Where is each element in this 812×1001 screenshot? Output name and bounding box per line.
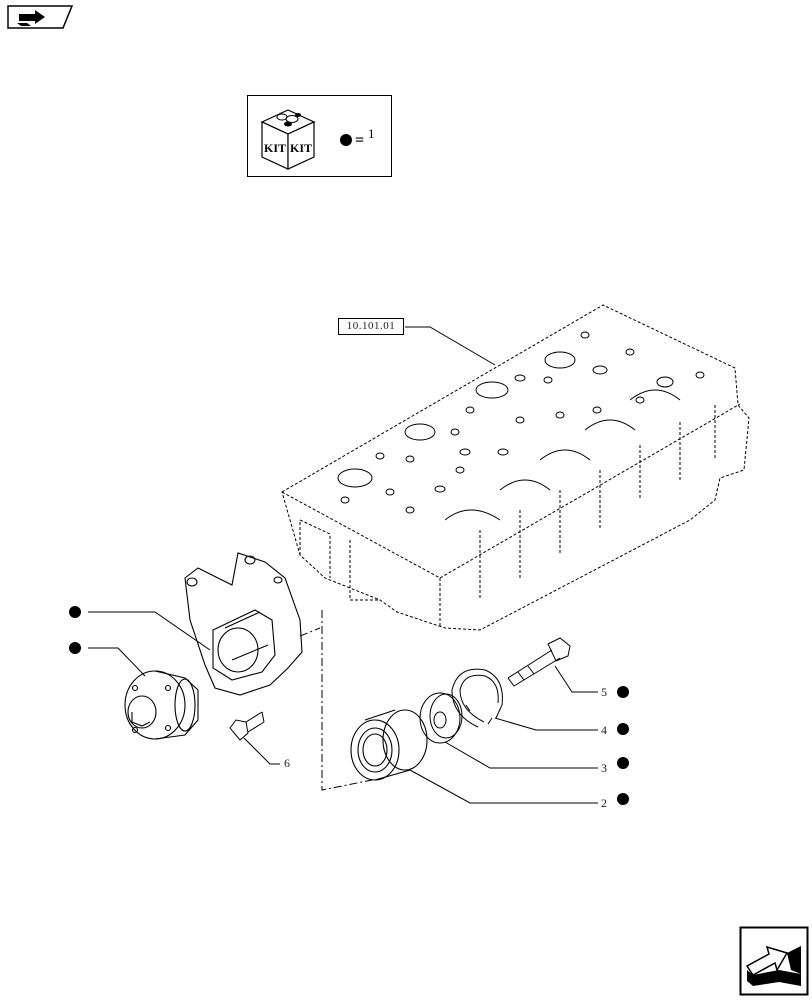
callout-bullet-4 xyxy=(617,723,629,735)
kit-label-left: KIT xyxy=(264,141,286,155)
kit-bullet xyxy=(340,134,352,146)
callout-number-4: 4 xyxy=(601,723,607,737)
callout-bullet-3 xyxy=(617,757,629,769)
kit-label-right: KIT xyxy=(290,141,312,155)
kit-value: 1 xyxy=(368,126,375,141)
callout-number-6: 6 xyxy=(284,756,290,770)
reference-label[interactable]: 10.101.01 xyxy=(338,318,404,335)
hub xyxy=(124,670,199,740)
callout-bullet-2 xyxy=(617,793,629,805)
kit-legend: KIT KIT = 1 xyxy=(247,95,392,177)
callout-bullet-5 xyxy=(617,686,629,698)
bolt-6 xyxy=(229,711,265,741)
next-page-icon[interactable] xyxy=(739,926,809,996)
callout-number-5: 5 xyxy=(601,685,607,699)
callout-bullet-hub xyxy=(69,642,81,654)
bracket-housing xyxy=(184,552,303,696)
bolt-5 xyxy=(507,637,571,687)
bearing-2 xyxy=(350,709,428,781)
previous-page-icon[interactable] xyxy=(5,3,75,31)
callout-number-3: 3 xyxy=(601,761,607,775)
cylinder-head-outline xyxy=(281,304,750,631)
washer-3 xyxy=(419,692,463,744)
callout-bullet-bracket xyxy=(69,606,81,618)
kit-icon: KIT KIT xyxy=(260,109,316,170)
head-holes xyxy=(337,331,705,521)
snap-ring-4 xyxy=(451,668,503,728)
kit-equals: = xyxy=(355,132,365,149)
callout-number-2: 2 xyxy=(601,796,607,810)
